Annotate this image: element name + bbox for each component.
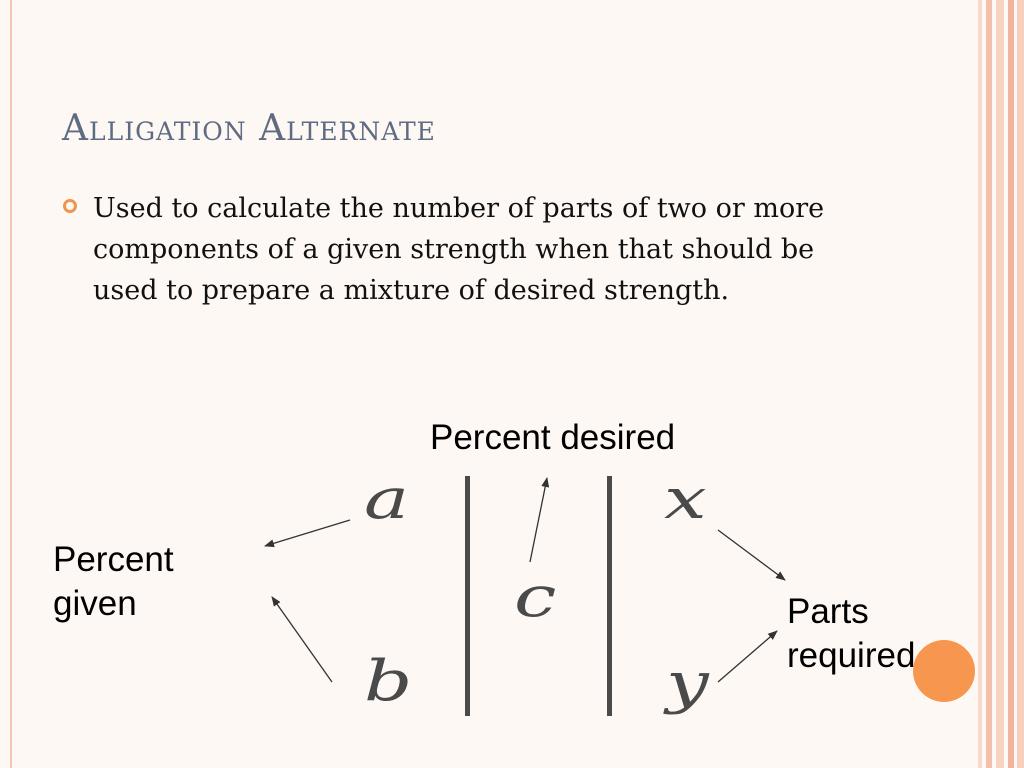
decorative-orange-circle <box>913 640 975 702</box>
variable-x: x <box>664 467 707 532</box>
arrow-y-to-parts <box>717 630 778 683</box>
variable-c: c <box>514 565 557 630</box>
decor-stripe <box>1017 0 1024 768</box>
slide-title: Alligation Alternate <box>62 108 436 149</box>
variable-a: a <box>364 467 410 532</box>
decor-stripe <box>1008 0 1014 768</box>
bullet-text: Used to calculate the number of parts of… <box>93 193 825 306</box>
divider-bar-right <box>607 476 612 716</box>
arrow-b-to-given <box>271 596 333 683</box>
decor-stripe <box>996 0 1004 768</box>
arrow-a-to-given <box>264 519 351 548</box>
variable-b: b <box>364 649 413 714</box>
label-percent-given-line2: given <box>53 584 137 623</box>
arrow-c-to-desired <box>529 477 550 563</box>
label-parts-required: Parts required <box>787 590 915 678</box>
arrow-x-to-parts <box>717 529 786 581</box>
label-parts-required-line1: Parts <box>787 592 869 631</box>
label-parts-required-line2: required <box>787 636 916 675</box>
decor-stripe <box>978 0 982 768</box>
left-border-line <box>10 0 12 768</box>
decor-stripe <box>986 0 992 768</box>
label-percent-given-line1: Percent <box>53 540 174 579</box>
variable-y: y <box>666 651 709 716</box>
bullet-circle-icon <box>63 199 77 213</box>
divider-bar-left <box>465 476 470 716</box>
label-percent-desired: Percent desired <box>430 418 676 457</box>
label-percent-given: Percent given <box>53 538 174 626</box>
